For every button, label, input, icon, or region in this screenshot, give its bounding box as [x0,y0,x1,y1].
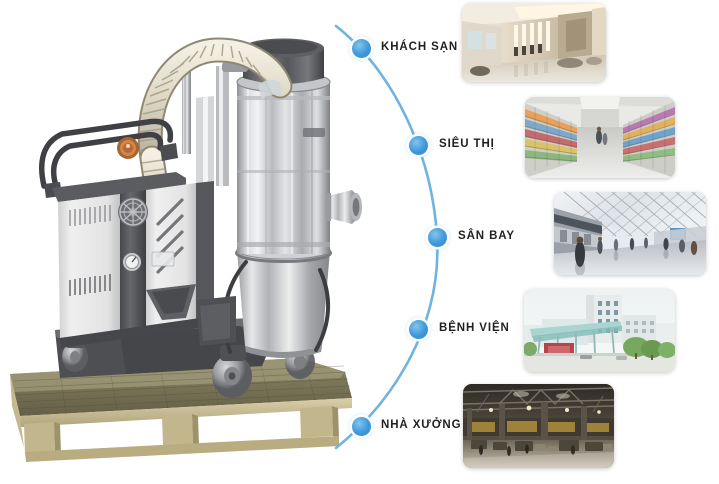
label-san-bay: SÂN BAY [458,230,515,242]
ventilation-louvres-upper [69,205,111,226]
photo-factory-warehouse[interactable] [463,384,614,468]
photo-supermarket-aisle[interactable] [525,97,675,178]
label-sieu-thi: SIÊU THỊ [439,138,495,150]
node-khach-san[interactable] [351,38,371,58]
product-illustration [10,37,362,462]
photo-hotel-lobby[interactable] [462,3,606,82]
wooden-pallet [10,358,352,462]
cooling-fan-grille [118,197,148,227]
label-nha-xuong: NHÀ XƯỞNG [381,419,462,431]
push-handle [39,118,174,189]
label-benh-vien: BỆNH VIỆN [439,322,510,334]
dust-collection-container [235,240,332,358]
node-nha-xuong[interactable] [351,416,371,436]
suction-inlet-nozzle [326,190,362,224]
node-benh-vien[interactable] [408,319,428,339]
power-socket [117,137,139,159]
caster-wheels [62,335,315,398]
node-sieu-thi[interactable] [408,135,428,155]
handle-mount-right [160,143,178,161]
gauge [123,253,141,271]
ventilation-louvres [69,274,111,296]
photo-hospital-exterior[interactable] [524,289,675,372]
control-cabinet [52,172,214,348]
riser-pipes [182,58,248,196]
node-san-bay[interactable] [427,227,447,247]
label-khach-san: KHÁCH SẠN [381,41,459,53]
photo-airport-terminal[interactable] [554,192,706,275]
